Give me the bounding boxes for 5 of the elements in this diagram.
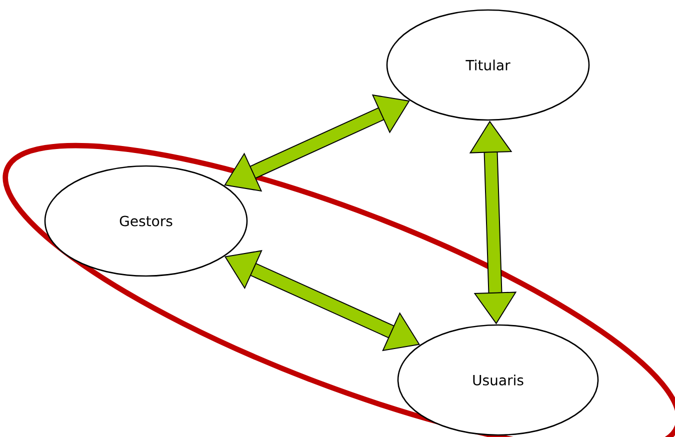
ellipse-node: Usuaris [397, 324, 599, 436]
node-label: Usuaris [473, 374, 524, 386]
ellipse-node: Titular [386, 9, 590, 121]
double-arrow [224, 94, 410, 192]
ellipse-node: Gestors [44, 165, 248, 277]
